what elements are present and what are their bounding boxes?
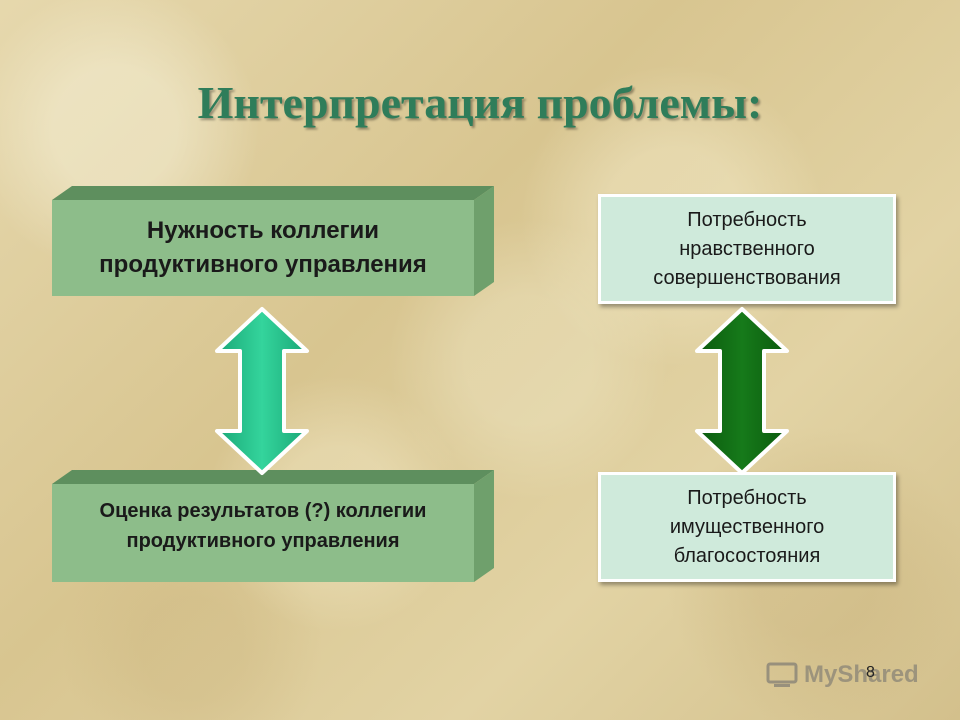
double-vertical-arrow-icon	[695, 307, 789, 475]
mysharedlogo-icon	[766, 662, 798, 687]
page-number: 8	[866, 664, 875, 681]
evaluation-box: Оценка результатов (?) коллегии продукти…	[52, 470, 494, 584]
slide-title: Интерпретация проблемы:	[197, 77, 763, 128]
need-box-text: Нужность коллегии продуктивного управлен…	[99, 217, 427, 278]
need-box: Нужность коллегии продуктивного управлен…	[52, 186, 494, 298]
moral-need-box: Потребность нравственного совершенствова…	[598, 194, 896, 304]
watermark-text: MyShared	[804, 661, 919, 688]
double-vertical-arrow-icon	[215, 307, 309, 475]
evaluation-box-text: Оценка результатов (?) коллегии продукти…	[99, 500, 427, 552]
watermark: MyShared	[766, 657, 936, 693]
property-need-box: Потребность имущественного благосостояни…	[598, 472, 896, 582]
need-box-shape	[52, 186, 494, 296]
evaluation-box-shape	[52, 470, 494, 582]
